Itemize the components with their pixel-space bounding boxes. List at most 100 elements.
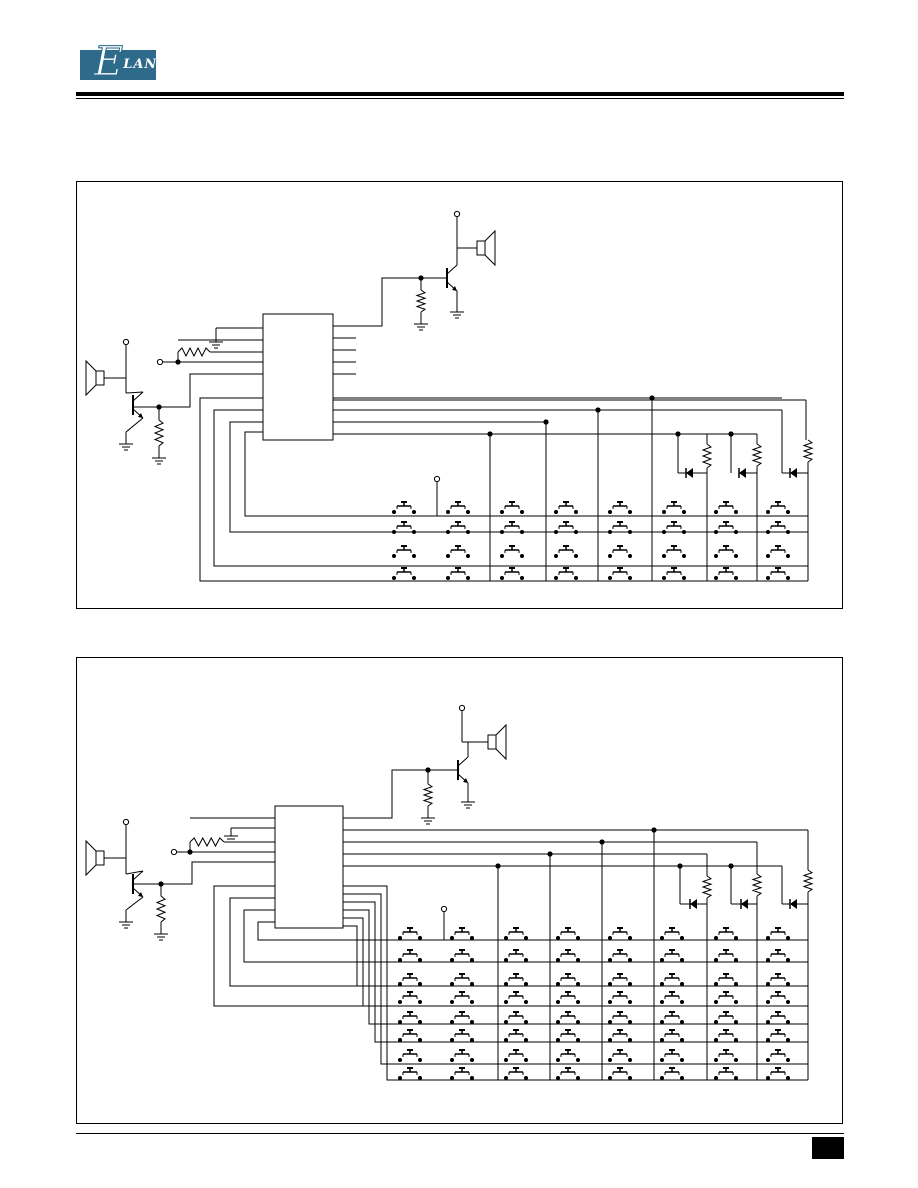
wire — [751, 873, 763, 897]
diode-triangle — [741, 899, 748, 909]
diode-triangle — [690, 899, 697, 909]
key-contact — [608, 1076, 612, 1080]
key-contact — [628, 1020, 632, 1024]
key-contact — [412, 554, 416, 558]
key-contact — [524, 958, 528, 962]
key-contact — [500, 554, 504, 558]
key-contact — [450, 958, 454, 962]
key-contact — [450, 1020, 454, 1024]
key-contact — [470, 1076, 474, 1080]
wire — [125, 417, 144, 433]
key-contact — [556, 1076, 560, 1080]
key-contact — [446, 576, 450, 580]
key-contact — [608, 554, 612, 558]
key-contact — [608, 1038, 612, 1042]
key-contact — [714, 1000, 718, 1004]
key-contact — [398, 982, 402, 986]
key-contact — [662, 576, 666, 580]
key-contact — [660, 1020, 664, 1024]
key-contact — [446, 530, 450, 534]
key-contact — [418, 1000, 422, 1004]
key-contact — [392, 554, 396, 558]
key-contact — [504, 1020, 508, 1024]
wire — [343, 885, 808, 1081]
key-contact — [660, 1076, 664, 1080]
key-contact — [766, 510, 770, 514]
key-contact — [398, 1038, 402, 1042]
key-contact — [524, 1038, 528, 1042]
key-contact — [524, 1058, 528, 1062]
key-contact — [412, 530, 416, 534]
diode-triangle — [790, 899, 797, 909]
key-contact — [504, 958, 508, 962]
wire — [343, 909, 808, 1025]
key-contact — [714, 1076, 718, 1080]
diagram-2-schematic — [85, 704, 814, 1081]
key-contact — [466, 576, 470, 580]
key-contact — [466, 510, 470, 514]
vcc-terminal — [458, 704, 466, 712]
key-contact — [628, 1000, 632, 1004]
key-contact — [628, 1076, 632, 1080]
wire — [257, 921, 808, 941]
key-contact — [660, 1000, 664, 1004]
wire — [213, 409, 808, 567]
key-contact — [576, 1076, 580, 1080]
key-contact — [714, 1020, 718, 1024]
key-contact — [682, 530, 686, 534]
key-contact — [520, 576, 524, 580]
key-contact — [576, 1058, 580, 1062]
key-contact — [446, 510, 450, 514]
footer-rule — [76, 1133, 844, 1134]
key-contact — [786, 982, 790, 986]
key-contact — [680, 982, 684, 986]
key-contact — [524, 1076, 528, 1080]
diagram-1-schematic — [85, 210, 814, 582]
elan-logo: ELAN — [80, 38, 160, 86]
key-contact — [680, 1058, 684, 1062]
key-contact — [450, 982, 454, 986]
wire — [802, 439, 814, 463]
emitter-arrow — [138, 413, 143, 418]
key-contact — [556, 1038, 560, 1042]
key-contact — [466, 554, 470, 558]
key-contact — [714, 958, 718, 962]
key-contact — [714, 576, 718, 580]
key-contact — [714, 554, 718, 558]
key-contact — [786, 1020, 790, 1024]
header-rule-thin — [76, 98, 844, 99]
key-contact — [714, 510, 718, 514]
key-contact — [660, 936, 664, 940]
wire — [802, 869, 814, 893]
key-contact — [556, 1058, 560, 1062]
vcc-terminal — [122, 338, 130, 346]
key-contact — [576, 958, 580, 962]
key-contact — [786, 1000, 790, 1004]
diode-triangle — [790, 468, 797, 478]
key-contact — [500, 510, 504, 514]
key-contact — [450, 1038, 454, 1042]
wire — [133, 861, 275, 885]
key-contact — [628, 958, 632, 962]
key-contact — [504, 936, 508, 940]
key-contact — [418, 1020, 422, 1024]
key-contact — [556, 1000, 560, 1004]
key-contact — [766, 982, 770, 986]
key-contact — [398, 936, 402, 940]
key-contact — [682, 554, 686, 558]
key-contact — [504, 982, 508, 986]
key-contact — [446, 554, 450, 558]
key-contact — [786, 936, 790, 940]
key-contact — [524, 936, 528, 940]
emitter-arrow — [452, 286, 457, 291]
key-contact — [628, 530, 632, 534]
key-contact — [450, 936, 454, 940]
logo-wordmark: ELAN — [93, 42, 157, 85]
key-contact — [574, 554, 578, 558]
emitter-arrow — [463, 778, 468, 783]
key-contact — [608, 510, 612, 514]
key-contact — [734, 576, 738, 580]
wire — [132, 391, 144, 402]
key-contact — [660, 982, 664, 986]
vcc-terminal — [170, 848, 178, 856]
